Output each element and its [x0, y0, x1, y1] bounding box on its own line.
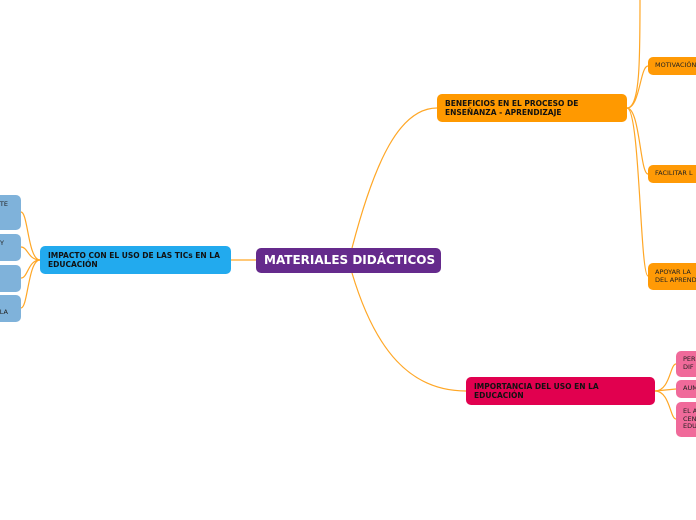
branch-label: IMPACTO CON EL USO DE LAS TICs EN LA EDU… [48, 251, 220, 269]
subnode-ela[interactable]: EL A CEN EDU [676, 402, 696, 437]
subnode-per[interactable]: PER DIF [676, 351, 696, 377]
subnode-aum[interactable]: AUM [676, 380, 696, 398]
subnode-label: APOYAR LA DEL APRENDI [655, 267, 696, 284]
branch-label: BENEFICIOS EN EL PROCESO DE ENSEÑANZA - … [445, 99, 579, 117]
subnode-facilitar[interactable]: FACILITAR L [648, 165, 696, 183]
subnode-label: Y [0, 239, 4, 247]
subnode-la[interactable]: LA [0, 295, 21, 322]
subnode-label: FACILITAR L [655, 169, 693, 178]
branch-beneficios[interactable]: BENEFICIOS EN EL PROCESO DE ENSEÑANZA - … [437, 94, 627, 122]
subnode-motivacion[interactable]: MOTIVACIÓN [648, 57, 696, 75]
branch-label: IMPORTANCIA DEL USO EN LA EDUCACIÓN [474, 382, 599, 400]
subnode-y[interactable]: Y [0, 234, 21, 261]
root-label: MATERIALES DIDÁCTICOS [264, 253, 436, 268]
subnode-label: LA [0, 308, 8, 317]
branch-importancia[interactable]: IMPORTANCIA DEL USO EN LA EDUCACIÓN [466, 377, 655, 405]
subnode-label: AUM [683, 384, 696, 393]
subnode-label: TE [0, 200, 8, 208]
subnode-label: PER DIF [683, 355, 696, 371]
subnode-apoyar[interactable]: APOYAR LA DEL APRENDI [648, 263, 696, 290]
subnode-label: MOTIVACIÓN [655, 61, 696, 70]
subnode-blank[interactable] [0, 265, 21, 292]
subnode-te[interactable]: TE [0, 195, 21, 230]
subnode-label: EL A CEN EDU [683, 406, 696, 431]
root-node[interactable]: MATERIALES DIDÁCTICOS [256, 248, 441, 273]
branch-impacto[interactable]: IMPACTO CON EL USO DE LAS TICs EN LA EDU… [40, 246, 231, 274]
